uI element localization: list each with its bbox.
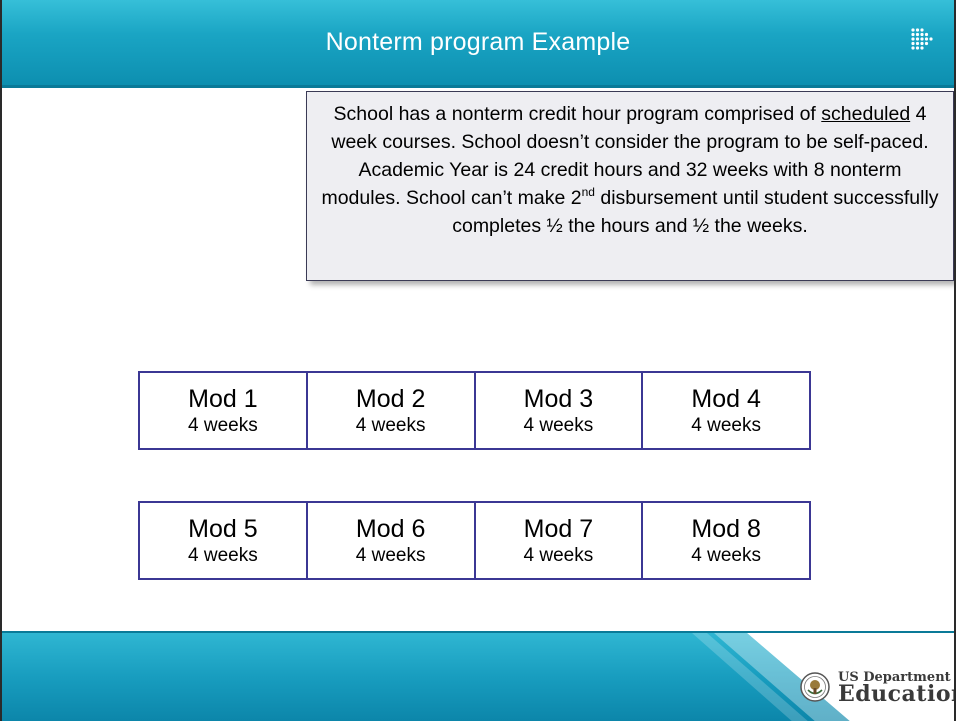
module-name: Mod 3 (523, 384, 594, 413)
module-duration: 4 weeks (355, 414, 426, 436)
module-duration: 4 weeks (188, 414, 258, 436)
module-name: Mod 4 (691, 384, 761, 413)
module-row-1: Mod 1 4 weeks Mod 2 4 weeks Mod 3 4 week… (138, 371, 811, 450)
department-name-line1: US Department of (838, 670, 954, 685)
module-cell: Mod 7 4 weeks (476, 503, 644, 578)
module-duration: 4 weeks (691, 544, 761, 566)
module-cell: Mod 2 4 weeks (308, 373, 476, 448)
module-name: Mod 5 (188, 514, 258, 543)
module-duration: 4 weeks (523, 544, 594, 566)
callout-underlined-word: scheduled (821, 103, 911, 125)
callout-text-start: School has a nonterm credit hour program… (333, 103, 822, 125)
module-cell: Mod 6 4 weeks (308, 503, 476, 578)
module-duration: 4 weeks (523, 414, 594, 436)
module-name: Mod 1 (188, 384, 258, 413)
dot-grid-arrow-icon (911, 28, 933, 50)
module-duration: 4 weeks (355, 544, 426, 566)
callout-text-middle: 4 week courses. School doesn’t consider … (321, 103, 929, 209)
module-name: Mod 8 (691, 514, 761, 543)
module-name: Mod 7 (523, 514, 594, 543)
module-cell: Mod 5 4 weeks (140, 503, 308, 578)
module-row-2: Mod 5 4 weeks Mod 6 4 weeks Mod 7 4 week… (138, 501, 811, 580)
department-seal-icon (800, 672, 830, 702)
callout-superscript: nd (581, 184, 595, 199)
department-name-line2: Education (838, 681, 956, 707)
module-name: Mod 6 (355, 514, 426, 543)
module-cell: Mod 3 4 weeks (476, 373, 644, 448)
description-callout: School has a nonterm credit hour program… (306, 91, 954, 281)
header-bar: Nonterm program Example (2, 0, 954, 88)
module-cell: Mod 1 4 weeks (140, 373, 308, 448)
module-duration: 4 weeks (188, 544, 258, 566)
footer-bar: US Department of Education (2, 631, 954, 721)
slide-title: Nonterm program Example (325, 28, 631, 56)
callout-text-end: disbursement until student successfully … (452, 187, 939, 237)
module-duration: 4 weeks (691, 414, 761, 436)
module-cell: Mod 4 4 weeks (643, 373, 809, 448)
module-cell: Mod 8 4 weeks (643, 503, 809, 578)
module-name: Mod 2 (355, 384, 426, 413)
